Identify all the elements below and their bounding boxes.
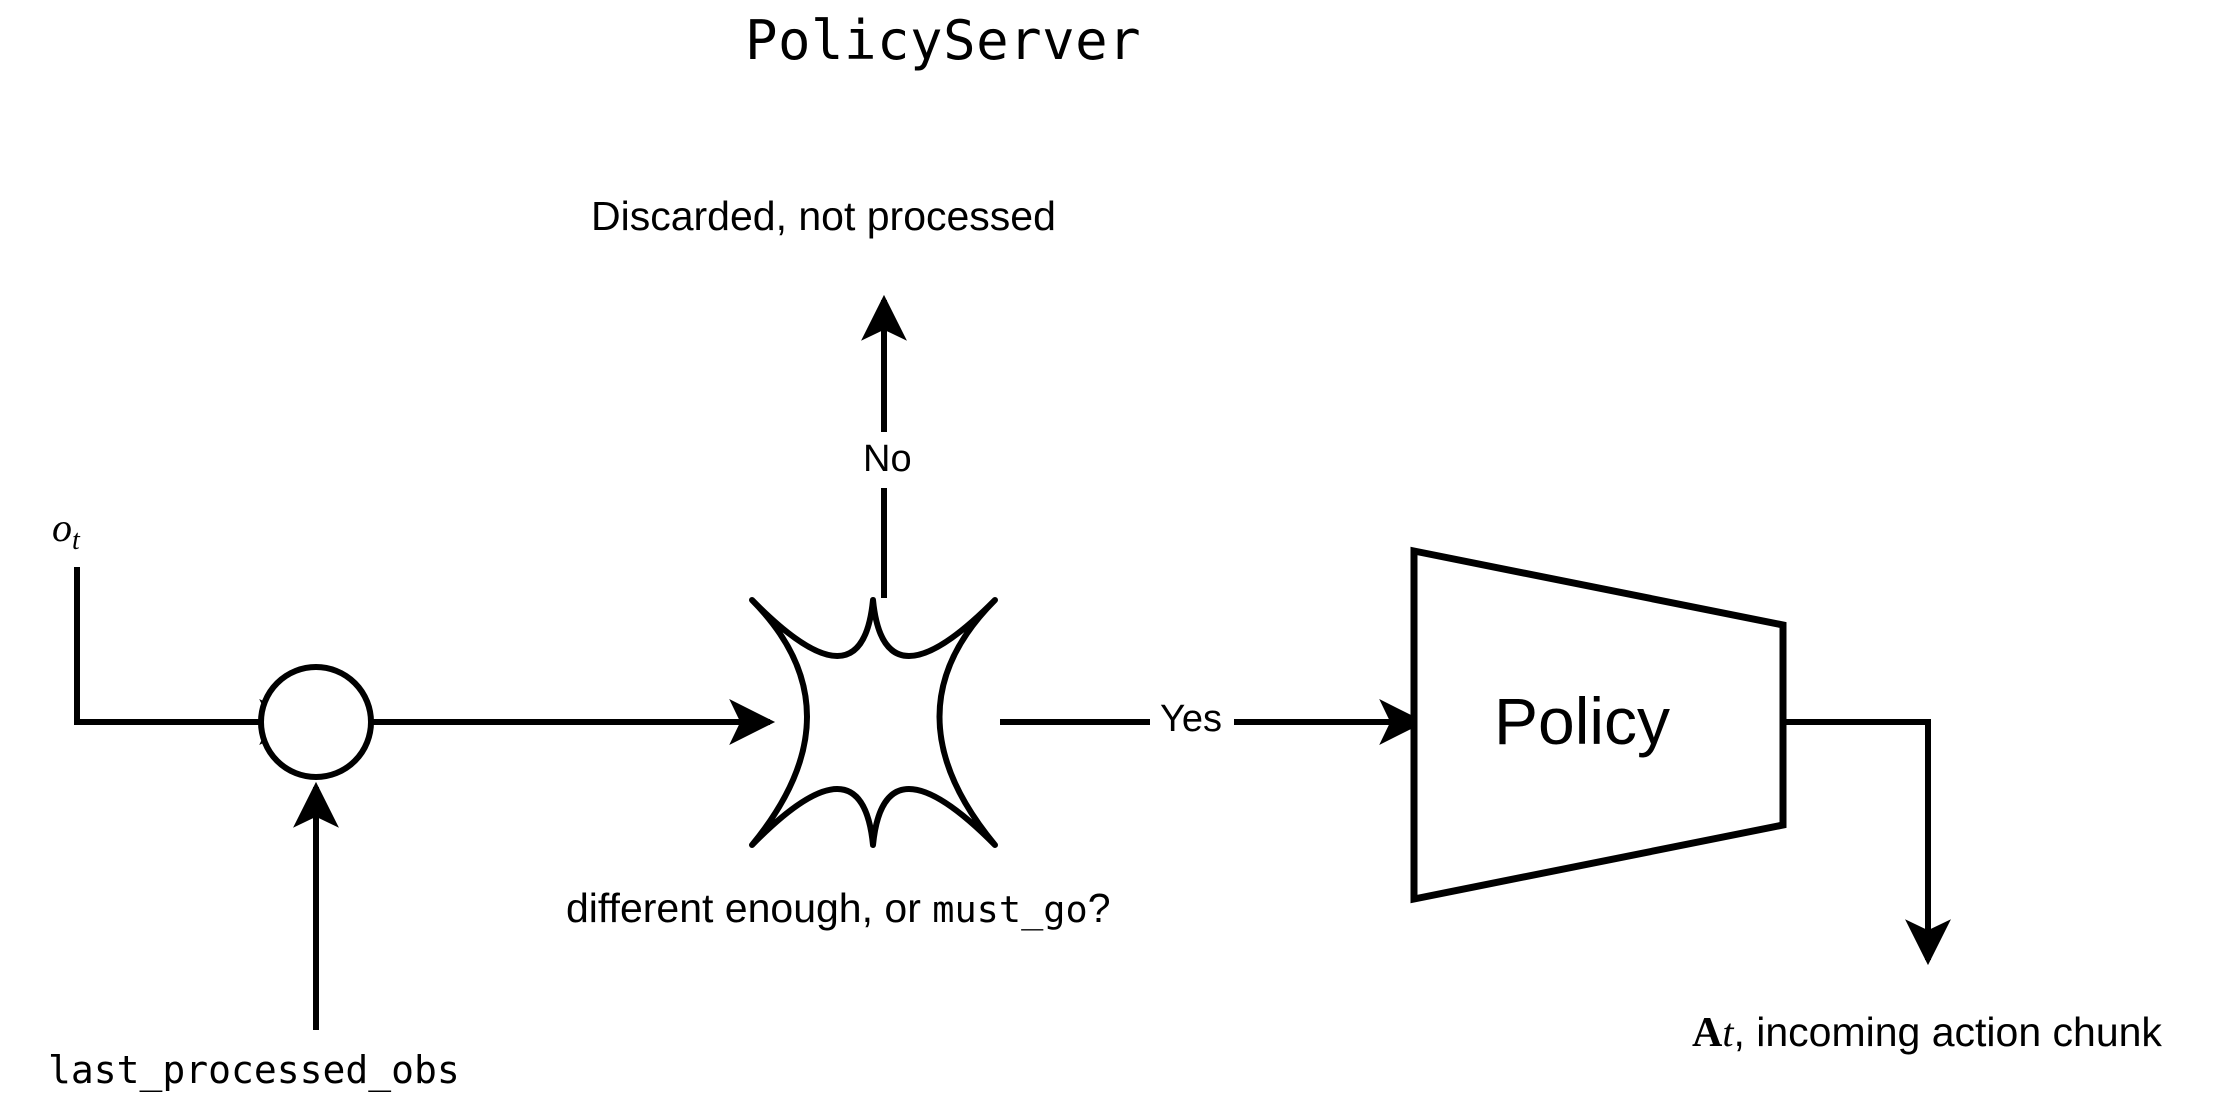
page-title: PolicyServer xyxy=(745,9,1142,72)
action-chunk-label: At, incoming action chunk xyxy=(1692,1009,2162,1056)
edge-label-no: No xyxy=(856,440,919,478)
observation-subscript: t xyxy=(72,524,80,556)
edge-label-yes: Yes xyxy=(1153,700,1229,738)
decision-caption: different enough, or must_go? xyxy=(566,888,1111,929)
action-subscript: t xyxy=(1722,1010,1734,1055)
discarded-label: Discarded, not processed xyxy=(591,193,1056,239)
edge-policy-to-action-chunk xyxy=(1783,719,1951,966)
observation-label: ot xyxy=(52,508,80,555)
last-processed-obs-label: last_processed_obs xyxy=(48,1048,460,1092)
observation-symbol: o xyxy=(52,505,72,550)
decision-star-shape xyxy=(749,597,998,848)
edge-observation-to-junction xyxy=(74,567,306,745)
decision-caption-prefix: different enough, or xyxy=(566,885,933,931)
policy-trapezoid-shape xyxy=(1410,546,1787,904)
policy-node-label: Policy xyxy=(1494,684,1671,758)
action-caption: , incoming action chunk xyxy=(1733,1009,2162,1055)
action-symbol: A xyxy=(1692,1010,1723,1056)
decision-caption-suffix: ? xyxy=(1087,885,1111,931)
decision-caption-code: must_go xyxy=(932,888,1088,931)
merge-junction-circle xyxy=(258,664,374,780)
